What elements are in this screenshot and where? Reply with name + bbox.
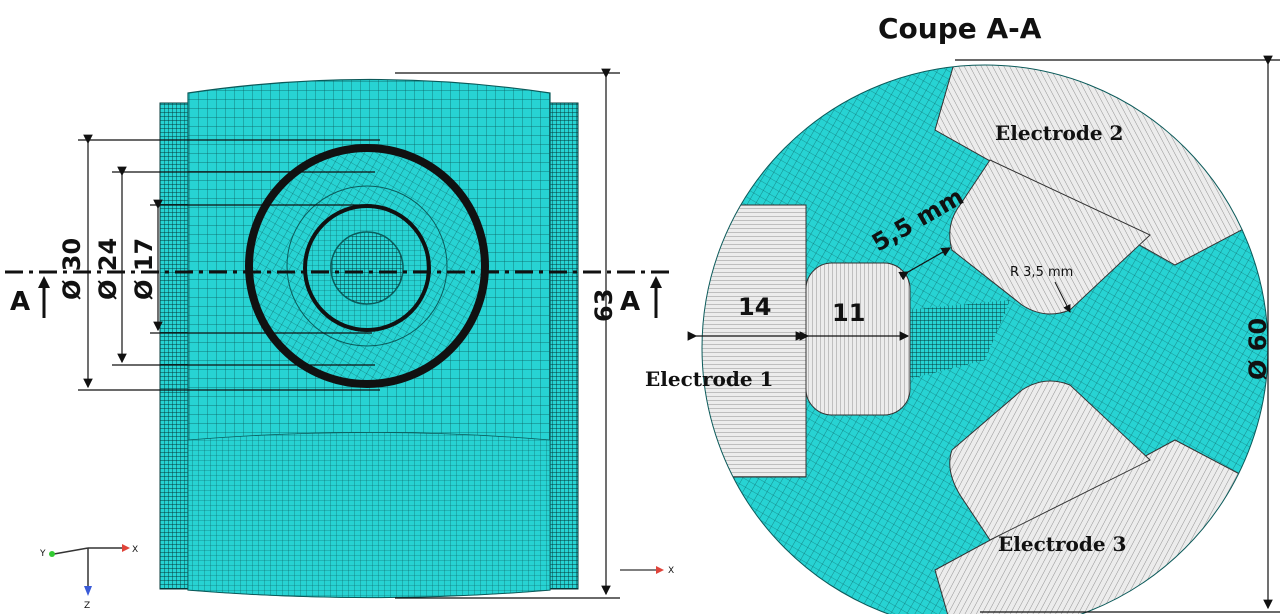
- right-view: Coupe A-A Ø 60 14 11 5,5 mm: [645, 12, 1280, 614]
- section-marker-right: A: [620, 276, 662, 318]
- coordinate-triad-small: X: [620, 566, 674, 576]
- electrode-1-label: Electrode 1: [645, 367, 773, 391]
- left-view: A A Ø 30 Ø 24 Ø 17 63 X Y Z X: [5, 68, 674, 611]
- dim-d30-label: Ø 30: [58, 238, 86, 300]
- dimension-lines: [78, 68, 620, 599]
- cylinder-right-cap: [545, 102, 579, 590]
- dim-d60-label: Ø 60: [1244, 318, 1272, 380]
- core-disc: [330, 231, 404, 305]
- section-marker-left: A: [10, 276, 50, 318]
- dim-h63-label: 63: [590, 289, 618, 322]
- cylinder-lower-band: [187, 432, 551, 598]
- electrode-2-label: Electrode 2: [995, 121, 1123, 145]
- dim-d17-label: Ø 17: [130, 238, 158, 300]
- triad-x-label: X: [132, 545, 138, 555]
- dim-radius-leader: [1054, 281, 1071, 313]
- triad-small-x-label: X: [668, 566, 674, 576]
- dim-14-label: 14: [738, 293, 771, 321]
- section-label-left: A: [10, 287, 30, 317]
- triad-y-label: Y: [39, 549, 46, 559]
- coordinate-triad: X Y Z: [39, 544, 138, 611]
- electrode-3-tip: [949, 380, 1151, 541]
- electrode-1-tip: [805, 262, 911, 416]
- dim-11-label: 11: [832, 299, 865, 327]
- dim-radius-label: R 3,5 mm: [1010, 265, 1073, 280]
- triad-z-label: Z: [84, 601, 90, 611]
- cylinder-left-cap: [159, 102, 193, 590]
- dim-gap-line: [898, 247, 952, 281]
- section-title: Coupe A-A: [878, 12, 1042, 45]
- electrode-1-outer: [702, 204, 807, 478]
- dim-d24-label: Ø 24: [94, 238, 122, 300]
- center-mesh-region: [905, 300, 1010, 380]
- electrode-3-label: Electrode 3: [998, 532, 1126, 556]
- section-label-right: A: [620, 287, 640, 317]
